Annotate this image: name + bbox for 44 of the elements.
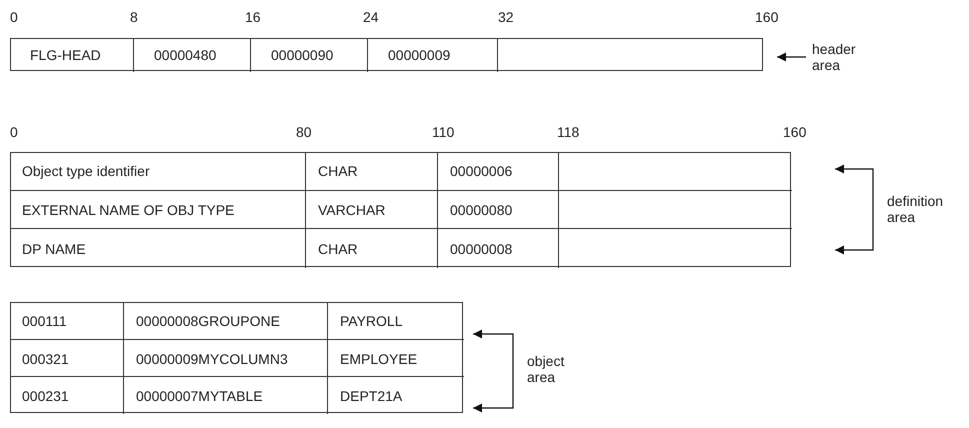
ruler-number: 24: [363, 9, 379, 25]
table-cell-text: CHAR: [318, 163, 358, 179]
table-cell-text: 00000008: [450, 240, 512, 256]
table-cell-text: 000111: [22, 312, 67, 328]
table-cell-text: 00000090: [271, 46, 334, 62]
ruler-number: 32: [498, 9, 514, 25]
table-cell-text: CHAR: [318, 240, 358, 256]
area-label: definition area: [887, 193, 967, 225]
table-cell-text: DEPT21A: [340, 388, 402, 404]
ruler-number: 0: [10, 9, 18, 25]
table-cell-text: 00000006: [450, 163, 512, 179]
table-cell-text: 00000008GROUPONE: [136, 312, 280, 328]
table-cell-text: VARCHAR: [318, 202, 386, 218]
table-cell-text: DP NAME: [22, 240, 86, 256]
ruler-number: 0: [10, 124, 18, 140]
arrow: [835, 208, 874, 254]
ruler-number: 118: [557, 124, 580, 140]
table-cell-text: Object type identifier: [22, 163, 150, 179]
ruler-number: 110: [432, 124, 454, 140]
ruler-number: 8: [130, 9, 138, 25]
table-cell-text: EXTERNAL NAME OF OBJ TYPE: [22, 202, 234, 218]
table-cell-text: FLG-HEAD: [30, 46, 101, 62]
ruler-number: 160: [783, 124, 806, 140]
table-cell-text: 00000080: [450, 202, 512, 218]
table-cell-text: EMPLOYEE: [340, 350, 418, 366]
area-label: header area: [812, 41, 872, 73]
table-cell-text: 000321: [22, 350, 69, 366]
arrow: [473, 368, 514, 412]
record-table: [10, 38, 763, 71]
arrow: [777, 52, 806, 62]
table-cell-text: 00000009MYCOLUMN3: [136, 350, 288, 366]
table-cell-text: 00000009: [388, 46, 450, 62]
ruler-number: 16: [245, 9, 261, 25]
arrow: [835, 164, 874, 210]
record-table: [10, 152, 791, 267]
table-cell-text: PAYROLL: [340, 312, 403, 328]
area-label: object area: [527, 353, 587, 385]
ruler-number: 160: [755, 9, 778, 25]
ruler-number: 80: [296, 124, 312, 140]
table-cell-text: 00000007MYTABLE: [136, 388, 263, 404]
record-table: [10, 302, 463, 413]
arrow: [473, 330, 514, 370]
table-cell-text: 00000480: [154, 46, 216, 62]
table-cell-text: 000231: [22, 388, 69, 404]
